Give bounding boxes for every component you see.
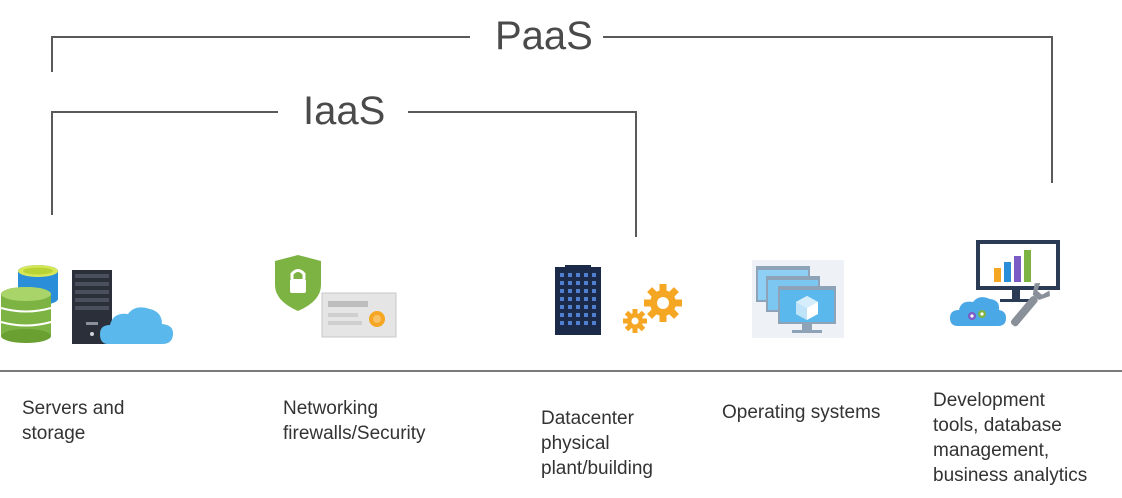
datacenter-building-icon <box>555 265 690 342</box>
divider-line <box>0 370 1122 372</box>
caption-servers-storage: Servers and storage <box>22 398 125 444</box>
caption-operating-systems: Operating systems <box>722 402 881 423</box>
security-shield-icon <box>272 255 400 345</box>
caption-datacenter: Datacenter physical plant/building <box>541 408 653 479</box>
servers-storage-icon <box>0 262 175 352</box>
operating-systems-icon <box>752 260 844 343</box>
paas-bracket-right <box>602 36 1053 183</box>
paas-bracket-left <box>51 36 470 72</box>
iaas-bracket-left <box>51 111 278 215</box>
iaas-label: IaaS <box>293 91 396 131</box>
iaas-bracket-right <box>408 111 637 237</box>
dev-tools-analytics-icon <box>948 240 1060 340</box>
paas-label: PaaS <box>485 16 603 56</box>
caption-networking-security: Networking firewalls/Security <box>283 398 426 444</box>
caption-dev-tools: Development tools, database management, … <box>933 390 1088 486</box>
